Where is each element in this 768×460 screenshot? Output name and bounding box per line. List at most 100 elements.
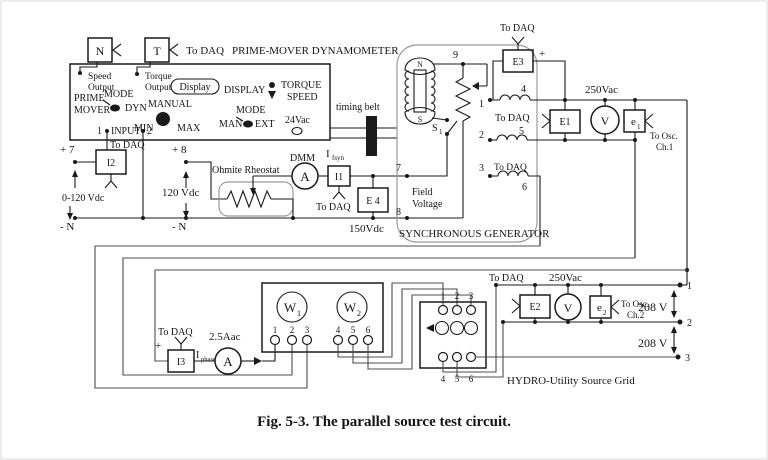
wattmeter-module: W 1 W 2 1 2 3 4 5 6 — [261, 282, 472, 370]
s-pole-label: S — [418, 115, 422, 124]
display-torque-label: TORQUE — [281, 80, 321, 91]
to-daq-label: To DAQ — [186, 45, 224, 57]
plus7-label: + 7 — [60, 144, 75, 156]
generator-metering: To DAQ E1 250Vac V e 1 To Osc. Ch.1 — [495, 84, 687, 152]
display-button-label: Display — [179, 82, 210, 93]
sync-terminal-label: 1 — [441, 291, 446, 301]
grid-2-label: 2 — [687, 318, 692, 329]
field-coil-right — [430, 70, 436, 112]
wattmeter-2 — [336, 291, 368, 323]
wm-terminal[interactable] — [286, 334, 298, 346]
sync-terminal[interactable] — [437, 304, 449, 316]
timing-belt-label: timing belt — [336, 102, 380, 113]
junction-dot — [78, 71, 82, 75]
s1-label: S — [432, 123, 438, 134]
synchronous-generator: SYNCHRONOUS GENERATOR N S 9 S 1 7 8 Fiel… — [396, 23, 566, 243]
torque-sensor-box — [144, 37, 170, 63]
ac-ammeter-label: A — [223, 354, 233, 369]
s1-switch-blade[interactable] — [446, 120, 458, 135]
input1-label: 1 — [97, 126, 102, 137]
min-label: MIN — [134, 123, 153, 134]
display-button[interactable] — [170, 78, 220, 95]
wm-terminal[interactable] — [269, 334, 281, 346]
wire — [431, 117, 448, 121]
utility-grid: 1 2 3 208 V 208 V HYDRO-Utility Source G… — [507, 281, 692, 387]
wm-terminal[interactable] — [347, 334, 359, 346]
dmm-label: DMM — [290, 153, 315, 164]
dc-source-branch: + 7 To DAQ I2 0-120 Vdc - N + 8 120 Vdc … — [60, 131, 407, 233]
sync-terminal[interactable] — [451, 351, 463, 363]
25aac-label: 2.5Aac — [209, 331, 241, 343]
generator-name: SYNCHRONOUS GENERATOR — [399, 228, 550, 240]
field-voltage-label: Field — [412, 187, 433, 198]
junction-dot — [141, 216, 145, 220]
terminal-8 — [405, 216, 409, 220]
sync-terminal[interactable] — [465, 304, 477, 316]
man-label: MAN — [219, 119, 242, 130]
display-toggle[interactable] — [269, 82, 275, 88]
rheostat-element[interactable] — [226, 189, 272, 209]
daq-fork-icon — [511, 36, 525, 50]
e2-osc-label: e — [597, 302, 602, 314]
terminal-9-label: 9 — [453, 50, 458, 61]
feed-wire — [352, 288, 458, 364]
daq-fork-icon — [174, 336, 188, 350]
grid-voltmeter-label: V — [564, 301, 573, 315]
n-pole-label: N — [417, 60, 423, 69]
iphase-label: I — [196, 350, 199, 361]
feed-wire — [367, 294, 472, 370]
junction-dot — [494, 283, 498, 287]
osc-fork-icon — [610, 299, 620, 315]
wm-terminal[interactable] — [362, 334, 374, 346]
speed-output-label2: Output — [88, 83, 115, 93]
to-daq-label: To DAQ — [316, 202, 351, 213]
wire — [136, 62, 151, 72]
terminal-1-label: 1 — [479, 99, 484, 110]
sync-terminal[interactable] — [451, 304, 463, 316]
i2-label: I2 — [107, 158, 115, 169]
sync-terminal[interactable] — [465, 351, 477, 363]
arrow-up-icon — [671, 290, 677, 297]
e3-label: E3 — [512, 57, 523, 68]
arrow-left-icon — [426, 324, 434, 332]
daq-fork-icon — [541, 113, 551, 129]
wm-terminal[interactable] — [301, 334, 313, 346]
mode-toggle[interactable] — [110, 104, 120, 112]
dyn-label: DYN — [125, 103, 147, 114]
i1-label: I1 — [335, 172, 343, 183]
arrow-up-icon — [671, 326, 677, 333]
range-label: 0-120 Vdc — [62, 193, 105, 204]
grid-terminal-1 — [677, 282, 683, 288]
stator-winding-6 — [490, 170, 529, 177]
winding-6-label: 6 — [522, 182, 527, 193]
to-daq-label: To DAQ — [110, 140, 145, 151]
e1-osc-sub-label: 1 — [637, 123, 641, 131]
mode2-label: MODE — [236, 105, 265, 116]
phase-current-branch: To DAQ + I3 I phase 2.5Aac A — [155, 327, 276, 375]
line2-loop — [122, 257, 635, 376]
grid-terminal-3 — [675, 354, 681, 360]
wm-terminal-label: 3 — [305, 325, 310, 335]
sync-terminal-label: 5 — [455, 374, 460, 384]
arrow-up-icon — [72, 170, 78, 177]
figure-caption: Fig. 5-3. The parallel source test circu… — [257, 414, 511, 430]
sync-terminal[interactable] — [437, 351, 449, 363]
ifsyn-sub-label: fsyn — [332, 154, 345, 162]
w1-label: W — [284, 300, 297, 315]
daq-fork-icon — [112, 43, 122, 57]
torque-sensor-label: T — [153, 44, 161, 58]
input-label: INPUT — [111, 126, 140, 137]
field-rheostat-element[interactable] — [454, 77, 472, 122]
field-metering-branch: DMM A I fsyn I1 To DAQ E 4 150Vdc — [290, 148, 407, 235]
iphase-sub-label: phase — [201, 356, 216, 363]
ch1-label: Ch.1 — [656, 142, 673, 152]
e2-osc-sub-label: 2 — [603, 309, 607, 317]
wm-terminal[interactable] — [332, 334, 344, 346]
man-ext-toggle[interactable] — [243, 120, 253, 128]
manual-knob[interactable] — [156, 112, 170, 126]
daq-fork-icon — [104, 174, 118, 189]
wm-terminal-label: 5 — [351, 325, 356, 335]
max-label: MAX — [177, 123, 201, 134]
torque-output-label2: Output — [145, 83, 172, 93]
e1-osc-label: e — [631, 116, 636, 128]
